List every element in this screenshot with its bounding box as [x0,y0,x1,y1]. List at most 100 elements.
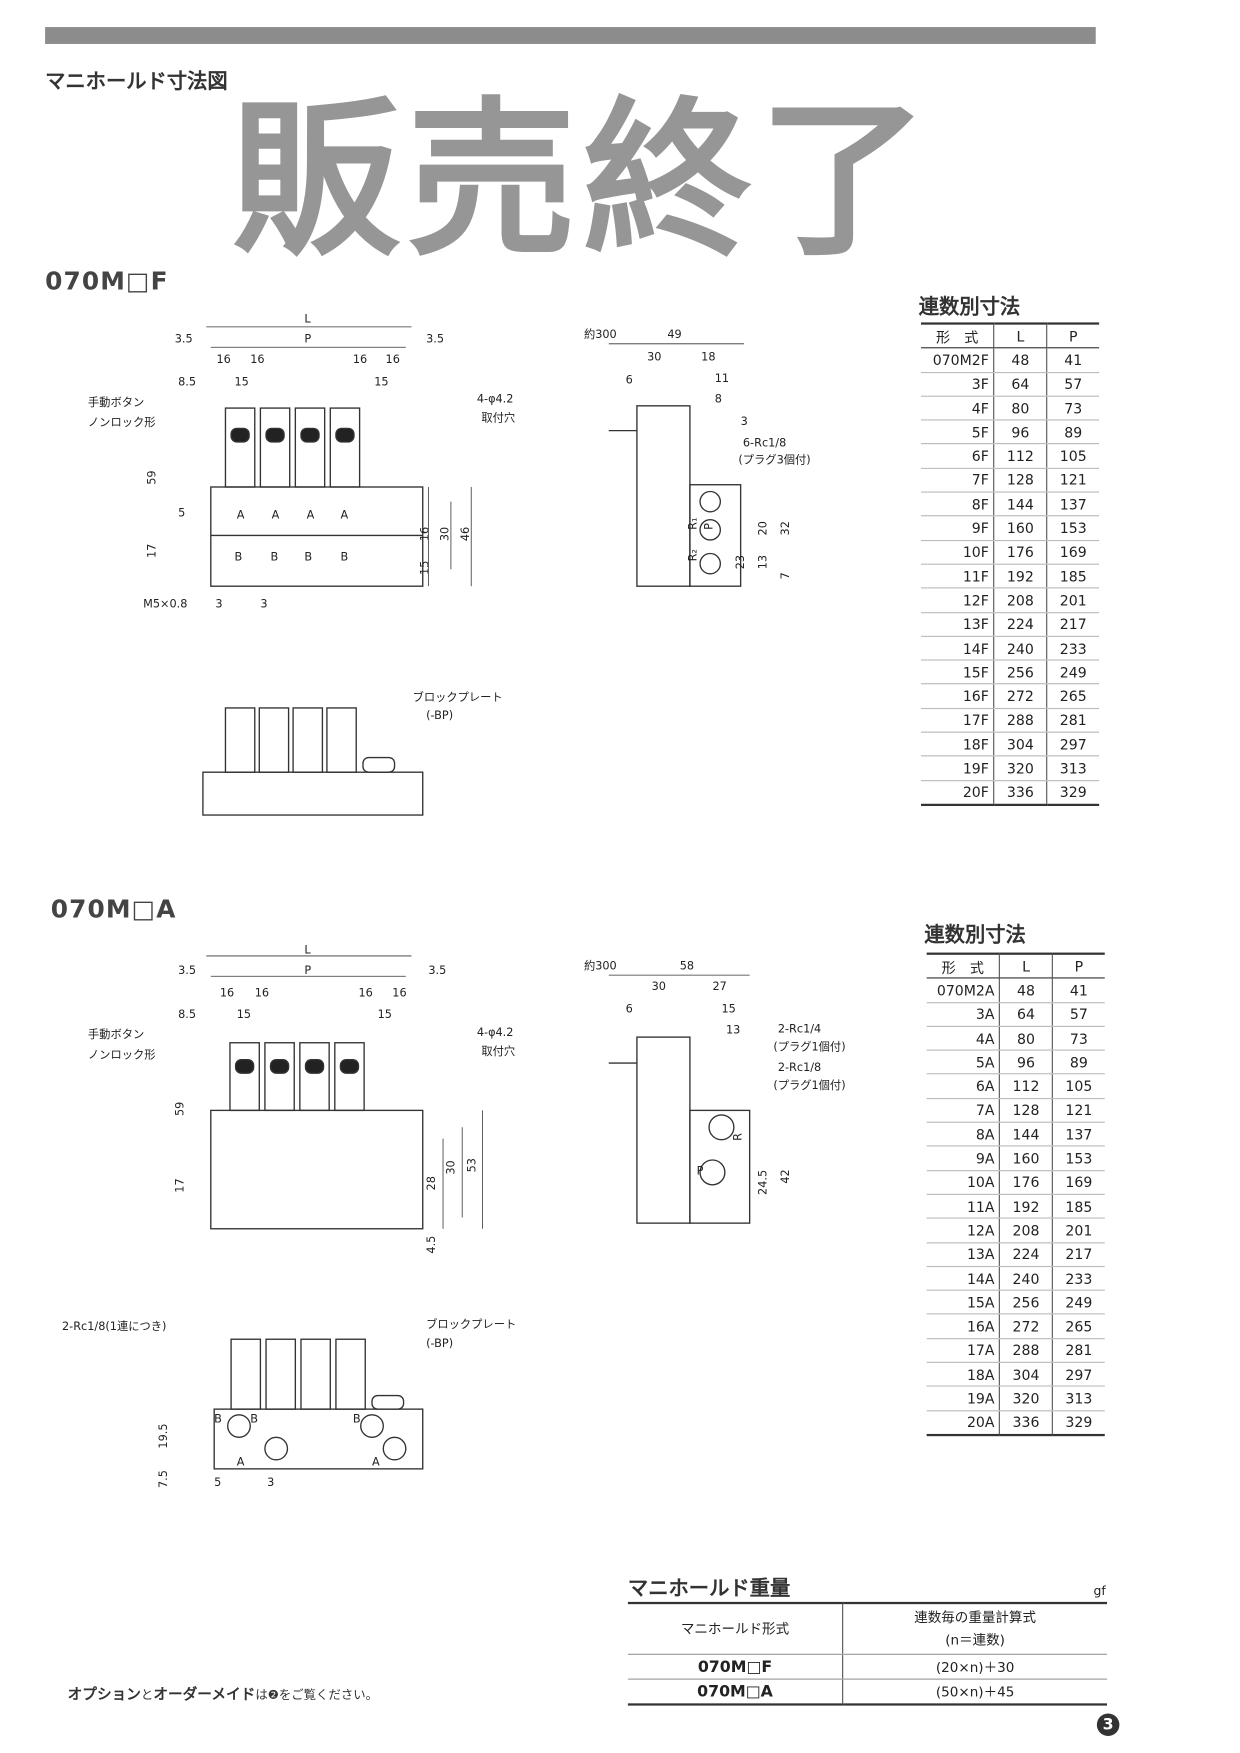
dimension-label: 取付穴 [481,1044,515,1058]
p-cell: 73 [1046,396,1100,421]
dimension-label: ノンロック形 [88,1049,156,1062]
l-cell: 64 [993,372,1047,397]
model-cell: 17F [921,708,994,733]
model-cell: 16F [921,684,994,709]
l-cell: 208 [999,1218,1053,1243]
dimension-label: R [732,1133,745,1141]
dimension-label: 8 [715,392,722,405]
dimension-label: 20 [757,521,770,535]
dimension-label: L [304,944,311,957]
l-cell: 240 [993,636,1047,661]
l-cell: 176 [993,540,1047,565]
p-cell: 233 [1046,636,1100,661]
p-cell: 329 [1046,780,1100,806]
dimension-label: P [304,333,311,346]
l-cell: 224 [999,1242,1053,1267]
model-cell: 8A [926,1122,1000,1147]
header-formula-line1: 連数毎の重量計算式 [914,1609,1036,1626]
model-cell: 16A [926,1314,1000,1339]
dimension-label: 手動ボタン [88,395,144,409]
dimension-label: 2-Rc1/8(1連につき) [62,1319,166,1333]
dimension-label: 7 [779,572,792,579]
dimension-label: 2-Rc1/4 [778,1023,821,1036]
model-cell: 形 式 [921,322,994,349]
model-cell: 10F [921,540,994,565]
dimension-table-title-f: 連数別寸法 [918,295,1021,320]
footer-note: オプションとオーダーメイドは❷をご覧ください。 [68,1682,378,1703]
page-title: マニホールド寸法図 [45,69,228,94]
model-cell: 17A [926,1338,1000,1363]
p-cell: 89 [1046,420,1100,445]
model-cell: 13A [926,1242,1000,1267]
l-cell: 304 [993,732,1047,757]
dimension-label: (-BP) [426,709,453,722]
l-cell: 160 [999,1146,1053,1171]
model-cell: 18A [926,1362,1000,1387]
l-cell: 208 [993,588,1047,613]
p-cell: 89 [1051,1050,1105,1075]
dimension-label: (プラグ1個付) [773,1078,845,1092]
model-cell: 15F [921,660,994,685]
table-row: 070M□F(20×n)＋30 [627,1654,1108,1680]
dimension-label: 3 [260,598,267,611]
l-cell: 304 [999,1362,1053,1387]
l-cell: 256 [999,1290,1053,1315]
model-cell: 20A [926,1410,1000,1437]
dimension-label: 6-Rc1/8 [743,436,786,449]
p-cell: 329 [1051,1410,1105,1437]
dimension-label: 4.5 [425,1236,438,1254]
dimension-label: 5 [178,506,185,519]
dimension-label: 16 [353,353,367,366]
p-cell: 121 [1051,1098,1105,1123]
model-cell: 14A [926,1266,1000,1291]
drawing-f-side [608,343,745,587]
dimension-label: 15 [234,376,248,389]
p-cell: 169 [1046,540,1100,565]
dimension-label: ノンロック形 [88,416,156,429]
dimension-label: 4-φ4.2 [477,1026,514,1039]
dimension-label: M5×0.8 [143,598,187,611]
p-cell: 169 [1051,1170,1105,1195]
dimension-label: 13 [757,555,770,569]
model-cell: 14F [921,636,994,661]
dimension-label: 13 [726,1024,740,1037]
dimension-label: 32 [779,521,792,535]
weight-formula: (50×n)＋45 [842,1679,1108,1706]
table-header-row: マニホールド形式 連数毎の重量計算式(n＝連数) [627,1601,1108,1655]
l-cell: 96 [993,420,1047,445]
dimension-label: 16 [358,987,372,1000]
dimension-label: 42 [779,1169,792,1183]
p-cell: 265 [1051,1314,1105,1339]
p-cell: 297 [1046,732,1100,757]
p-cell: 201 [1051,1218,1105,1243]
l-cell: 320 [999,1386,1053,1411]
dimension-label: 15 [378,1008,392,1021]
p-cell: 217 [1051,1242,1105,1267]
l-cell: 128 [999,1098,1053,1123]
note-option: オプション [67,1686,141,1704]
dimension-label: 16 [250,353,264,366]
dimension-table-title-a: 連数別寸法 [924,923,1026,947]
dimension-label: 16 [216,353,230,366]
l-cell: 80 [993,396,1047,421]
dimension-label: A [307,509,315,522]
dimension-label: B [234,550,242,563]
dimension-label: 2-Rc1/8 [778,1061,821,1074]
dimension-label: 17 [174,1178,187,1192]
p-cell: 153 [1046,516,1100,541]
l-cell: 96 [999,1050,1053,1075]
note-rest: は❷をご覧ください。 [255,1687,379,1703]
header-formula-line2: (n＝連数) [945,1632,1005,1649]
